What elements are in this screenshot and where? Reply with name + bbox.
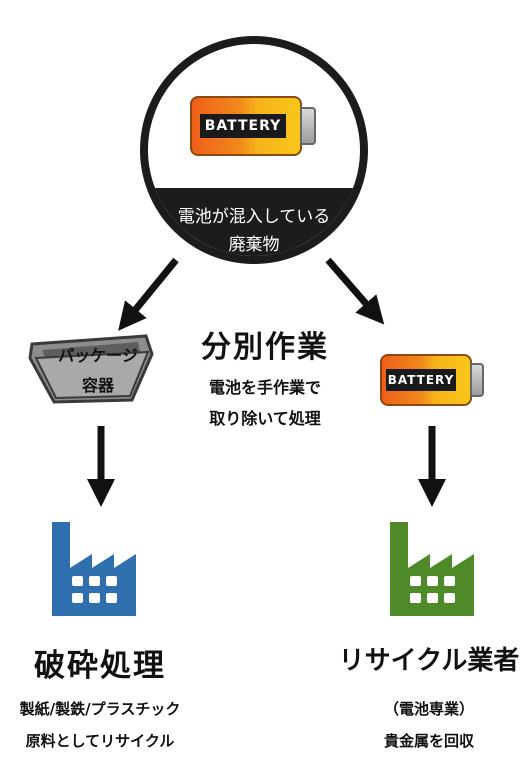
package-container-icon bbox=[28, 334, 154, 404]
package-label-1: パッケージ bbox=[58, 346, 138, 365]
recycler-desc-2: 貴金属を回収 bbox=[383, 732, 474, 750]
crushing-desc-1: 製紙/製鉄/プラスチック bbox=[19, 700, 181, 718]
source-line-1: 電池が混入している bbox=[177, 207, 331, 227]
sorting-title: 分別作業 bbox=[201, 330, 329, 365]
right-battery-label: BATTERY bbox=[386, 369, 456, 391]
package-label-2: 容器 bbox=[81, 376, 114, 395]
arrow-to-package bbox=[118, 257, 179, 331]
right-battery-icon: BATTERY bbox=[380, 354, 484, 406]
crushing-factory-icon bbox=[52, 522, 136, 616]
crushing-desc-2: 原料としてリサイクル bbox=[25, 732, 175, 750]
recycler-factory-icon bbox=[390, 522, 474, 616]
battery-label: BATTERY bbox=[200, 114, 286, 138]
circle-dark-band bbox=[148, 188, 360, 256]
sorting-desc-1: 電池を手作業で bbox=[208, 378, 321, 397]
crushing-title: 破砕処理 bbox=[34, 648, 166, 684]
recycler-desc-1: （電池専業） bbox=[383, 700, 474, 718]
battery-waste-circle: BATTERY 電池が混入している 廃棄物 bbox=[140, 36, 368, 264]
battery-icon: BATTERY bbox=[190, 96, 316, 156]
sorting-desc-2: 取り除いて処理 bbox=[209, 409, 321, 428]
arrow-to-battery bbox=[325, 257, 385, 325]
source-line-2: 廃棄物 bbox=[228, 235, 280, 255]
recycler-title: リサイクル業者 bbox=[338, 646, 520, 676]
